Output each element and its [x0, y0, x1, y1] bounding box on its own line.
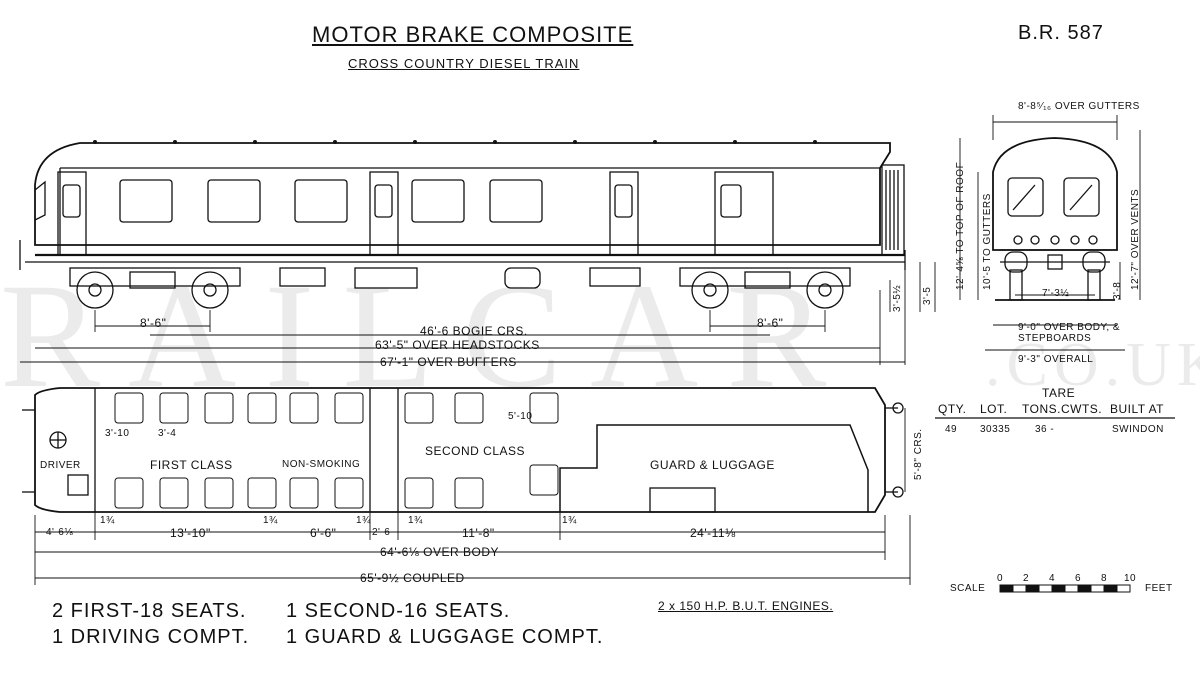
partition-dim-c: 1¾ [356, 515, 371, 526]
over-gutters-label: 8'-8⁵⁄₁₆ OVER GUTTERS [1018, 101, 1140, 112]
tare-col-lot: LOT. [980, 402, 1008, 416]
top-of-roof-label: 12'-4⅝ TO TOP OF ROOF [955, 161, 966, 290]
guard-dim-label: 24'-11⅛ [690, 526, 736, 540]
scale-tick-4: 4 [1049, 573, 1056, 584]
cab-dim-label: 4'-6⅛ [46, 527, 74, 538]
end-dimensions [959, 115, 1141, 351]
step-height-label: 3'-8 [1112, 281, 1123, 300]
summary-second-seats: 1 SECOND-16 SEATS. [286, 600, 511, 622]
scale-tick-8: 8 [1101, 573, 1108, 584]
over-vents-label: 12'-7" OVER VENTS [1130, 188, 1141, 290]
scale-unit: FEET [1145, 583, 1173, 594]
engines-note: 2 x 150 H.P. B.U.T. ENGINES. [658, 599, 834, 613]
bogie-right [679, 267, 851, 309]
scale-bar-graphic [999, 584, 1131, 593]
watermark-suffix: .CO.UK [985, 331, 1200, 399]
gangway-width-label: 5'-8" CRS. [913, 428, 924, 480]
diagram-subtitle: CROSS COUNTRY DIESEL TRAIN [348, 56, 580, 71]
watermark-text: RAILCAR [0, 253, 855, 419]
tare-col-qty: QTY. [938, 402, 967, 416]
second-dim-label: 11'-8" [462, 526, 495, 540]
seat-pitch-a-label: 3'-10 [105, 428, 130, 439]
scale-tick-10: 10 [1124, 573, 1137, 584]
tare-col-tons: TONS.CWTS. [1022, 402, 1103, 416]
non-smoking-label: NON-SMOKING [282, 459, 361, 470]
partition-dim-b: 1¾ [263, 515, 278, 526]
scale-tick-0: 0 [997, 573, 1004, 584]
first-class-seats [114, 392, 364, 509]
over-body-label: 9'-0" OVER BODY, & STEPBOARDS [1018, 322, 1121, 344]
second-class-seats [404, 392, 559, 509]
tare-heading: TARE [1042, 386, 1076, 400]
first-class-label: FIRST CLASS [150, 458, 233, 472]
guard-luggage-label: GUARD & LUGGAGE [650, 458, 775, 472]
wheel-gauge-label: 7'-3½ [1042, 288, 1070, 299]
summary-driving-compt: 1 DRIVING COMPT. [52, 626, 250, 648]
non-smoking-dim-label: 6'-6" [310, 526, 337, 540]
tare-tons-value: 36 - [1035, 424, 1055, 435]
partition-dim-d: 1¾ [408, 515, 423, 526]
bogie-wheelbase-right-label: 8'-6" [757, 316, 784, 330]
tare-lot-value: 30335 [980, 424, 1011, 435]
partition-dim-e: 1¾ [562, 515, 577, 526]
diagram-title: MOTOR BRAKE COMPOSITE [312, 22, 634, 47]
side-elevation [19, 140, 906, 309]
tare-col-built: BUILT AT [1110, 402, 1165, 416]
over-headstocks-label: 63'-5" OVER HEADSTOCKS [375, 338, 540, 352]
plan-dimensions [34, 408, 911, 585]
bogie-left [69, 267, 241, 309]
seat-pitch-b-label: 3'-4 [158, 428, 177, 439]
plan-view [22, 387, 904, 513]
tare-built-value: SWINDON [1112, 424, 1164, 435]
driver-label: DRIVER [40, 460, 81, 471]
scale-tick-6: 6 [1075, 573, 1082, 584]
tare-qty-value: 49 [945, 424, 958, 435]
summary-guard-compt: 1 GUARD & LUGGAGE COMPT. [286, 626, 604, 648]
over-buffers-label: 67'-1" OVER BUFFERS [380, 355, 517, 369]
over-body-length-label: 64'-6⅛ OVER BODY [380, 545, 499, 559]
vestibule-dim-label: 2'-6 [372, 527, 391, 538]
buffer-height-label: 3'-5½ [892, 284, 903, 312]
bogie-centres-label: 46'-6 BOGIE CRS. [420, 324, 528, 338]
summary-first-seats: 2 FIRST-18 SEATS. [52, 600, 247, 622]
side-dimensions [20, 262, 936, 365]
seat-pitch-c-label: 5'-10 [508, 411, 533, 422]
partition-dim-a: 1¾ [100, 515, 115, 526]
scale-label: SCALE [950, 583, 986, 594]
end-elevation [992, 137, 1118, 301]
second-class-label: SECOND CLASS [425, 444, 526, 458]
floor-height-label: 3'-5 [922, 286, 933, 305]
to-gutters-label: 10'-5 TO GUTTERS [982, 193, 993, 290]
bogie-wheelbase-left-label: 8'-6" [140, 316, 167, 330]
overall-width-label: 9'-3" OVERALL [1018, 354, 1094, 365]
scale-tick-2: 2 [1023, 573, 1030, 584]
first-compt-dim-label: 13'-10" [170, 526, 211, 540]
coupled-length-label: 65'-9½ COUPLED [360, 571, 465, 585]
diagram-reference: B.R. 587 [1018, 22, 1104, 44]
